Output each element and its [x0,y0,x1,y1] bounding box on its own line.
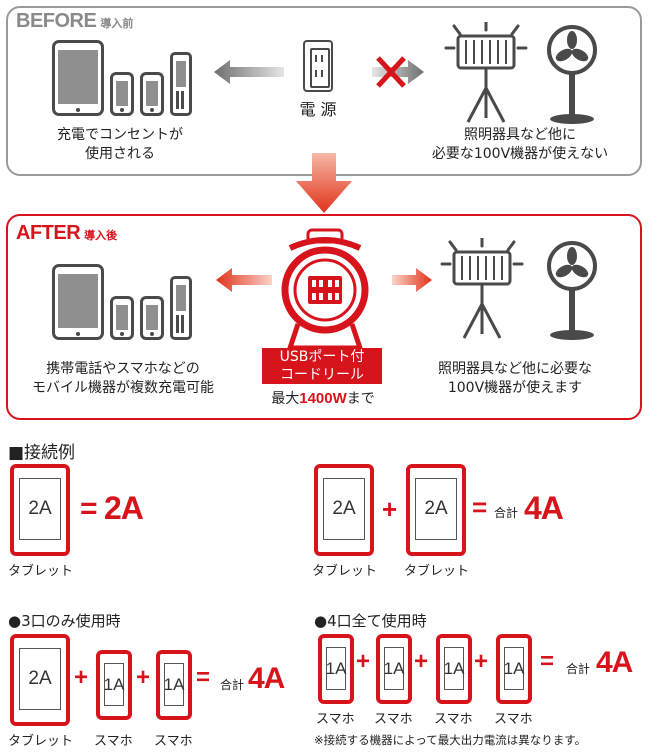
after-panel [6,214,642,420]
before-work-light-icon [444,22,528,123]
ex2-tablet2-icon: 2A [406,464,466,556]
ex4-result: 4A [596,646,633,679]
ex3-phone2-label: スマホ [154,734,193,749]
outlet-label: 電 源 [299,100,337,119]
ex3-plus-2: + [136,664,151,691]
ex4-plus-3: + [474,648,489,675]
ex4-phone3-icon: 1A [436,634,472,704]
arrow-left-icon [214,60,284,84]
ex4-plus-1: + [356,648,371,675]
product-max-power: 最大1400Wまで [271,390,375,407]
after-work-light-icon [440,238,524,339]
ex4-total-label: 合計 [566,662,591,676]
ex2-plus: + [382,494,398,524]
ex4-phone1-label: スマホ [316,712,355,727]
ex3-tablet-label: タブレット [8,734,74,749]
blocked-arrow-icon [372,56,424,88]
ex3-phone1-label: スマホ [94,734,133,749]
ex2-equals: = [472,492,488,522]
ex4-phone3-label: スマホ [434,712,473,727]
after-mobile-devices-icon [52,264,192,344]
arrow-left-red-icon [216,268,272,292]
ex4-equals: = [540,648,555,675]
ex3-phone1-icon: 1A [96,650,132,720]
ex3-phone2-icon: 1A [156,650,192,720]
ex3-result: 4A [248,662,285,695]
ex1-result: 2A [104,490,144,526]
cord-reel-icon [281,228,369,351]
ex3-plus-1: + [74,664,89,691]
ex3-equals: = [196,664,211,691]
ex1-device-label: タブレット [8,564,74,579]
ex4-phone2-label: スマホ [374,712,413,727]
ex3-heading: ●3口のみ使用時 [8,612,121,630]
before-mobile-devices-icon [52,40,192,120]
power-outlet-icon [303,40,333,92]
after-devices-caption: 携帯電話やスマホなどのモバイル機器が複数充電可能 [32,361,214,396]
footnote: ※接続する機器によって最大出力電流は異なります。 [314,733,587,747]
ex4-heading: ●4口全て使用時 [314,612,427,630]
ex4-phone4-icon: 1A [496,634,532,704]
ex4-phone1-icon: 1A [318,634,354,704]
ex3-total-label: 合計 [220,678,245,692]
ex2-result: 4A [524,490,564,526]
ex4-phone2-icon: 1A [376,634,412,704]
before-fan-icon [547,25,597,124]
before-devices-caption: 充電でコンセントが使用される [57,127,183,162]
product-name-badge: USBポート付コードリール [262,348,382,384]
arrow-down-icon [296,153,352,213]
examples-heading: ■接続例 [8,443,76,463]
before-equipment-caption: 照明器具など他に必要な100V機器が使えない [431,127,609,162]
ex2-device2-label: タブレット [404,564,470,579]
ex3-tablet-icon: 2A [10,634,70,726]
arrow-right-red-icon [392,268,432,292]
ex2-device1-label: タブレット [312,564,378,579]
after-fan-icon [547,241,597,340]
ex4-phone4-label: スマホ [494,712,533,727]
ex1-tablet-icon: 2A [10,464,70,556]
ex1-equals: = [80,492,98,525]
ex4-plus-2: + [414,648,429,675]
ex2-tablet1-icon: 2A [314,464,374,556]
ex2-total-label: 合計 [494,506,519,520]
